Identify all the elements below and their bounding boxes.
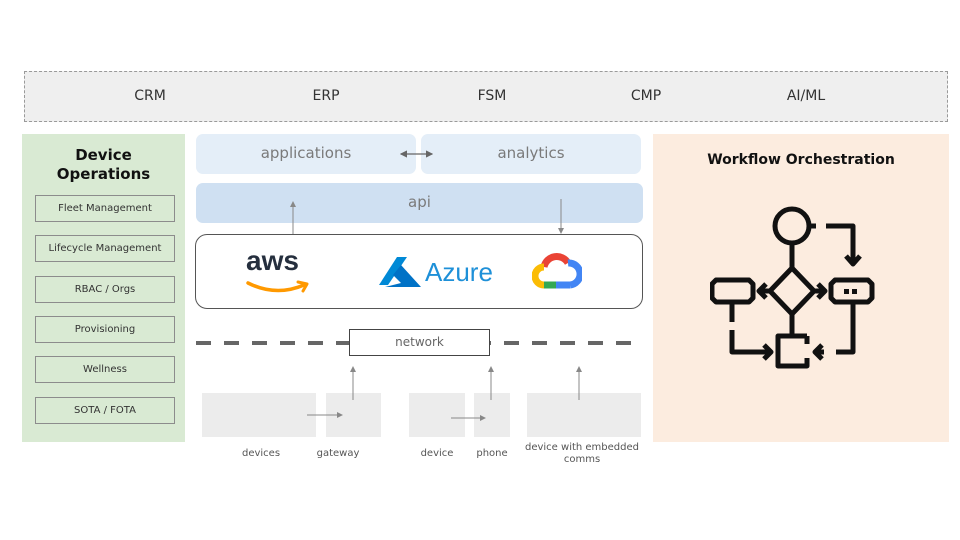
top-item-aiml: AI/ML [786,88,826,104]
gateway-label: gateway [316,448,360,459]
op-item-wellness: Wellness [35,356,175,383]
aws-logo-text: aws [246,245,299,276]
top-item-erp: ERP [312,88,340,104]
op-item-provisioning: Provisioning [35,316,175,343]
business-systems-bar: CRM ERP FSM CMP AI/ML [24,71,948,122]
op-item-fleet-management: Fleet Management [35,195,175,222]
device-operations-title: Device Operations [22,146,185,184]
analytics-block: analytics [421,134,641,174]
top-item-fsm: FSM [477,88,507,104]
embedded-device-label: device with embedded comms [524,442,639,465]
op-item-rbac-orgs: RBAC / Orgs [35,276,175,303]
gateway-box [326,393,381,437]
aws-logo: aws [246,245,316,295]
embedded-device-box [527,393,641,437]
aws-smile-icon [246,280,309,293]
api-block: api [196,183,643,223]
top-item-cmp: CMP [630,88,662,104]
op-item-sota-fota: SOTA / FOTA [35,397,175,424]
device-operations-panel: Device Operations Fleet Management Lifec… [22,134,185,442]
google-cloud-icon [532,253,582,289]
devices-label: devices [241,448,281,459]
network-dashed-line [196,341,636,345]
network-box: network [349,329,490,356]
azure-logo-icon [379,257,421,287]
top-item-crm: CRM [134,88,166,104]
workflow-title: Workflow Orchestration [707,152,895,168]
cloud-providers-box: aws Azure [195,234,643,309]
azure-logo-text: Azure [425,257,493,287]
workflow-flowchart-icon [710,206,875,369]
phone-box [474,393,510,437]
workflow-orchestration-panel: Workflow Orchestration [653,134,949,442]
op-item-lifecycle-management: Lifecycle Management [35,235,175,262]
device-label: device [420,448,454,459]
devices-box [202,393,316,437]
applications-block: applications [196,134,416,174]
azure-logo: Azure [379,255,504,291]
phone-label: phone [476,448,508,459]
device-box [409,393,465,437]
device-operations-title-text: Device Operations [56,146,151,183]
